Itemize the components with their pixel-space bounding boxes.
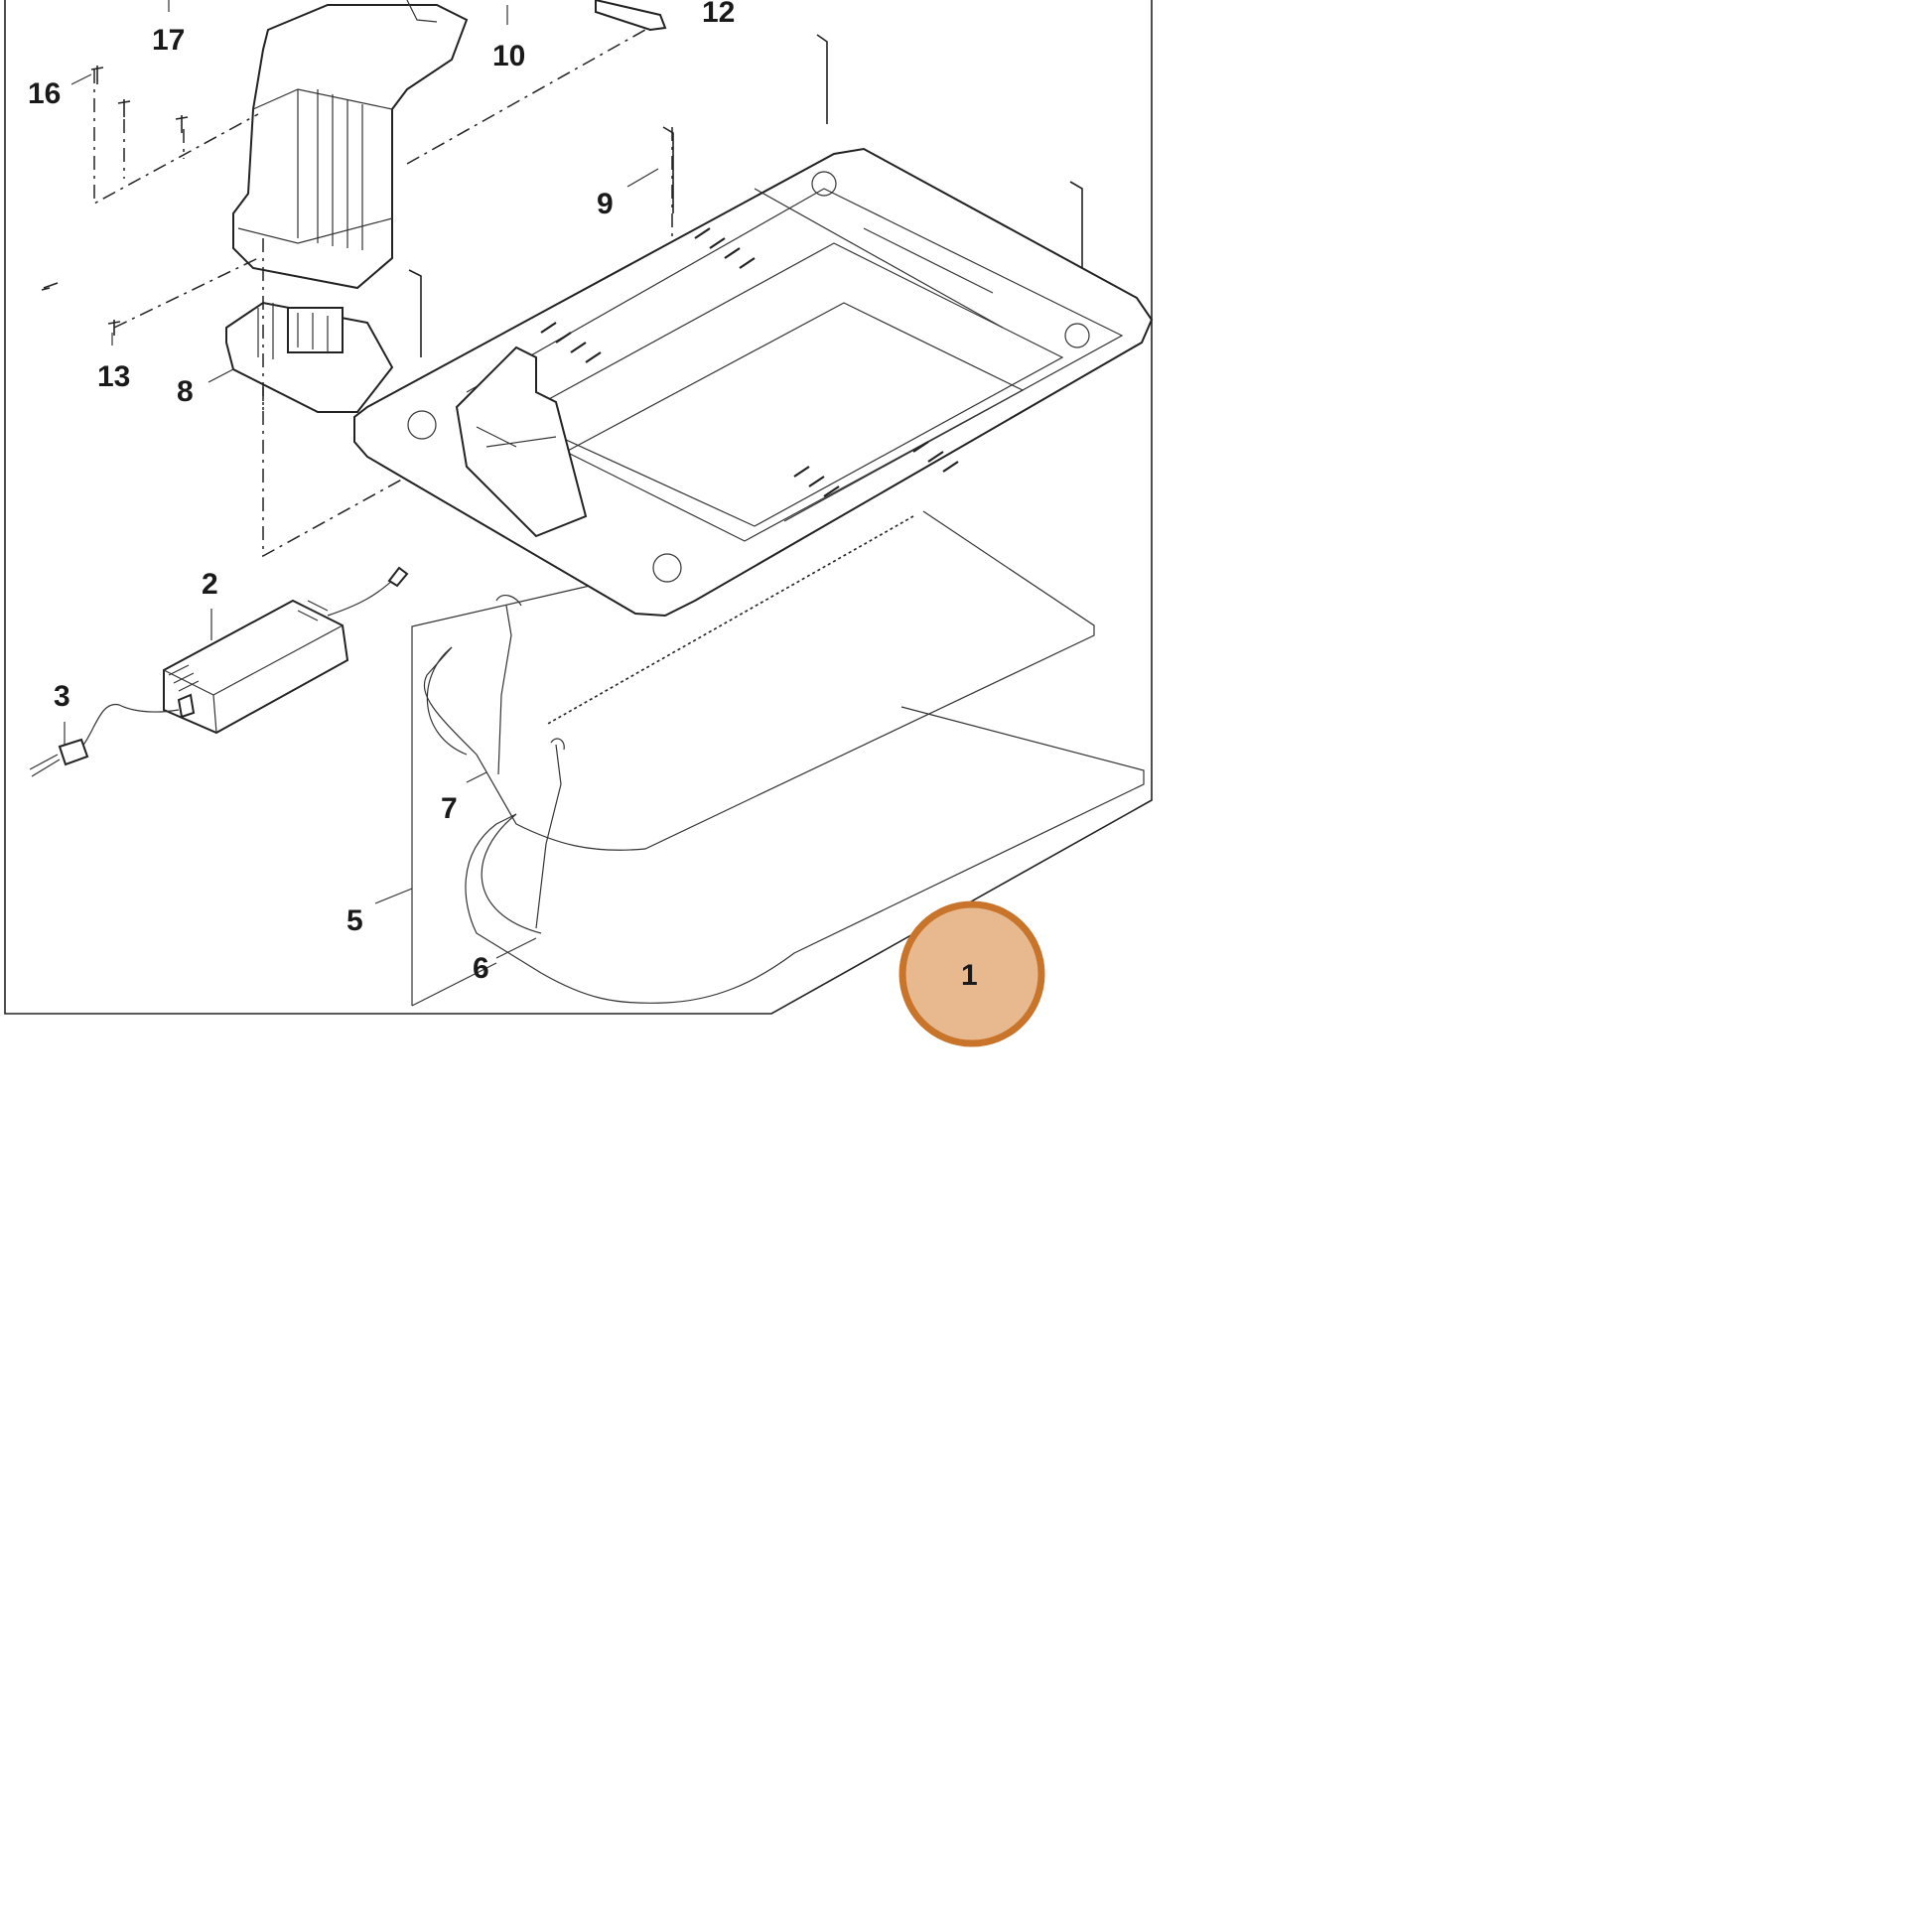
diagram-frame: [4, 0, 1153, 1015]
ground-pegs: [408, 34, 1083, 357]
callout-6[interactable]: 6: [473, 952, 489, 985]
screws: [41, 66, 189, 336]
circuit-board: [225, 301, 394, 413]
charging-station-housing: [232, 0, 469, 290]
bracket-frame: [411, 585, 591, 1007]
callout-8[interactable]: 8: [177, 375, 194, 408]
callout-labels: 17 12 10 16 9 13 8 2 3 7 5 6 1: [28, 0, 978, 992]
boundary-wire-loops: [423, 510, 1145, 1004]
callout-3[interactable]: 3: [54, 680, 70, 713]
contact-strip: [595, 0, 667, 32]
charging-plate: [353, 147, 1154, 618]
callout-10[interactable]: 10: [492, 40, 525, 72]
callout-16[interactable]: 16: [28, 77, 61, 110]
leader-lines: [64, 0, 954, 959]
callout-17[interactable]: 17: [152, 24, 185, 57]
callout-2[interactable]: 2: [202, 568, 218, 601]
callout-5[interactable]: 5: [346, 904, 363, 937]
callout-9[interactable]: 9: [597, 188, 614, 220]
callout-13[interactable]: 13: [97, 360, 130, 393]
callout-12[interactable]: 12: [702, 0, 735, 29]
highlight-marker-part-1: [898, 900, 1045, 1047]
mains-cable: [29, 704, 180, 777]
power-supply: [163, 566, 409, 735]
callout-7[interactable]: 7: [441, 792, 458, 825]
callout-1[interactable]: 1: [961, 959, 978, 992]
